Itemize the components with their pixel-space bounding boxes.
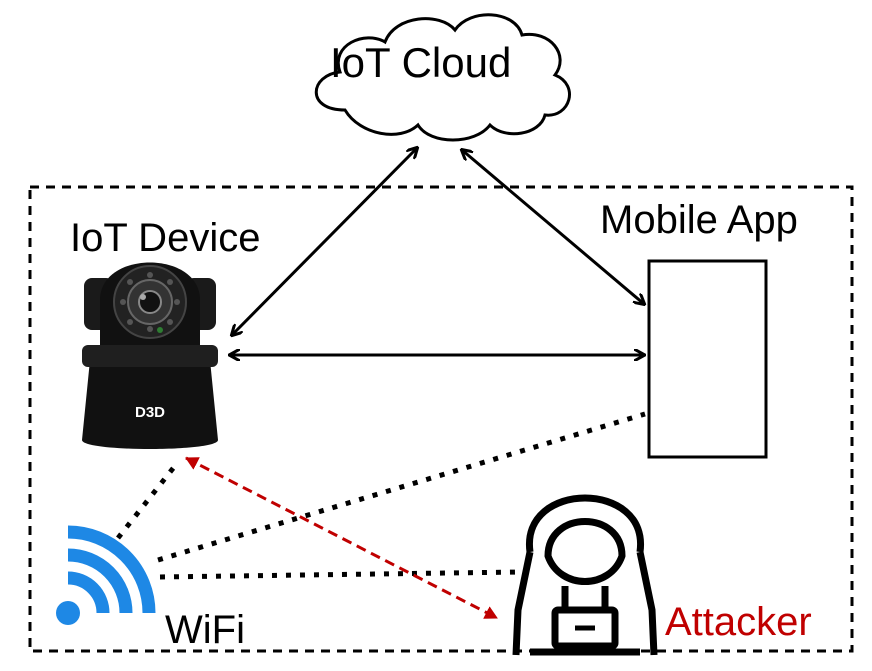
attacker-label: Attacker	[665, 600, 812, 644]
attacker-icon	[512, 494, 658, 656]
wifi-mobile-link	[157, 411, 646, 563]
home-network-boundary	[28, 185, 854, 653]
camera-brand: D3D	[135, 404, 165, 421]
wifi-label: WiFi	[165, 608, 245, 652]
wifi-icon	[56, 525, 156, 625]
cloud-device-arrow	[232, 148, 417, 335]
wifi-device-link	[116, 460, 180, 540]
wifi-attacker-link	[159, 569, 521, 580]
device-label: IoT Device	[70, 216, 261, 260]
mobile-app-box	[647, 259, 768, 459]
attacker-device-arrow	[185, 456, 498, 620]
cloud-label: IoT Cloud	[330, 39, 512, 86]
cloud-mobile-arrow	[462, 150, 644, 304]
mobile-app-label: Mobile App	[600, 198, 798, 242]
cloud-shape	[314, 13, 571, 142]
iot-camera-icon: D3D	[82, 262, 218, 449]
